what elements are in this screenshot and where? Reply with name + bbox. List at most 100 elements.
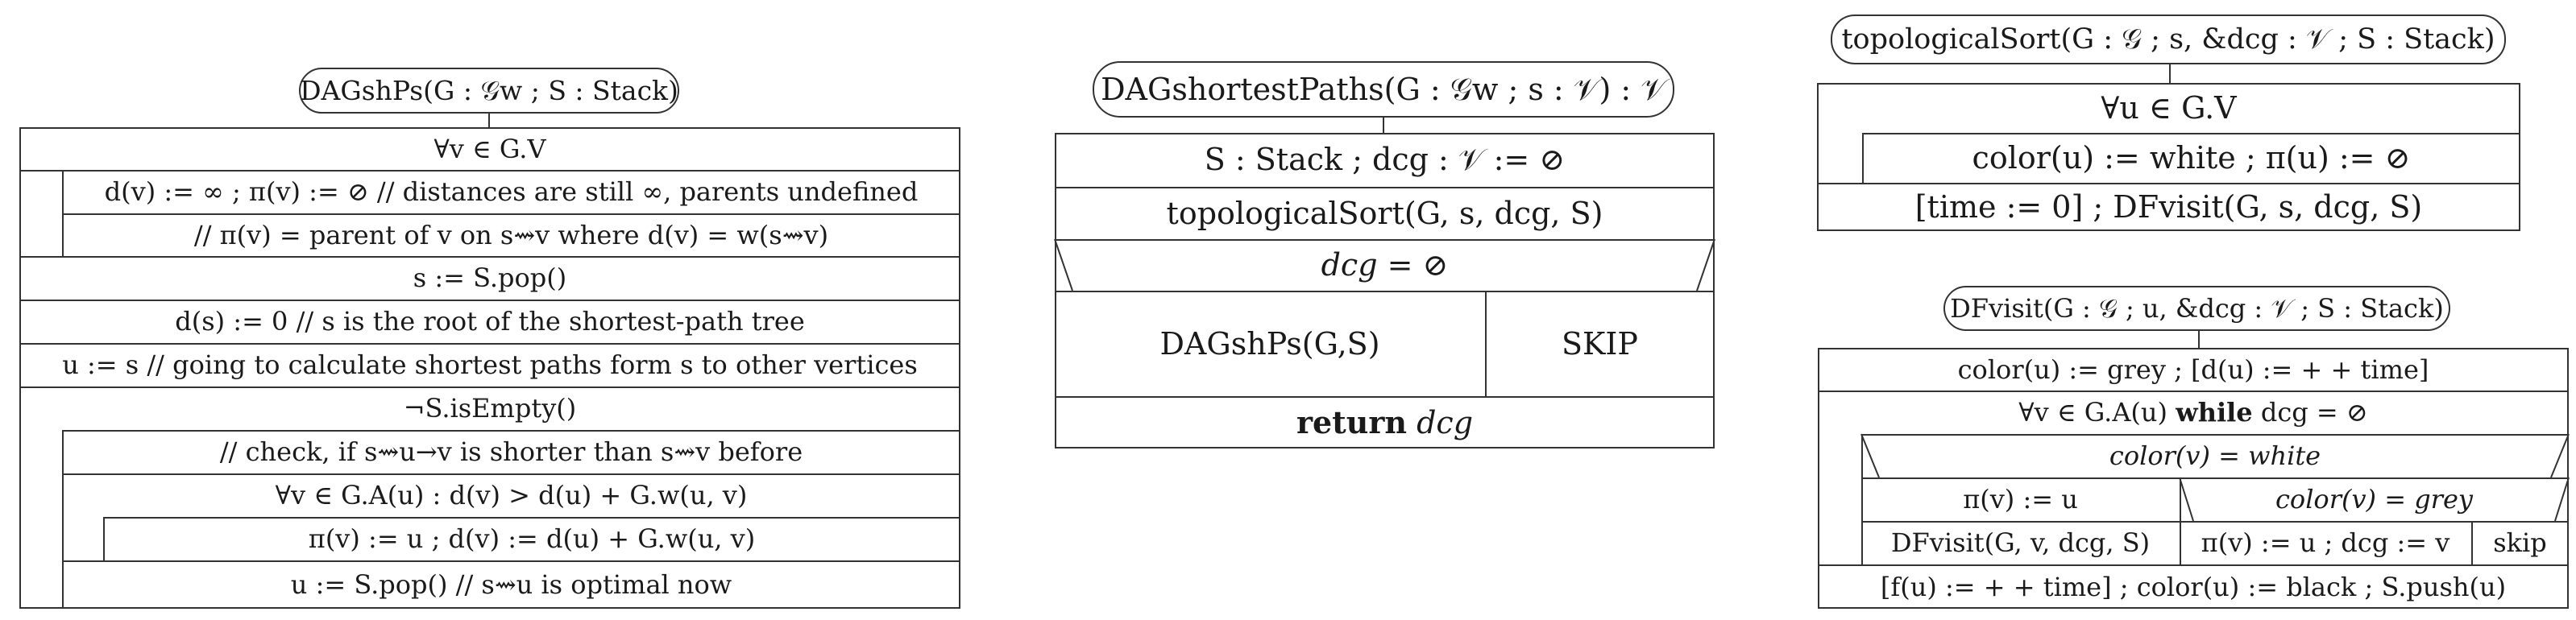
diagram2-rule: [1055, 239, 1715, 241]
diagram1-row-root: d(s) := 0 // s is the root of the shorte…: [19, 300, 960, 343]
diagram3-header-text: topologicalSort(G : 𝒢 ; s, &dcg : 𝒱 ; S …: [1841, 23, 2495, 56]
diagram3-row-forall: ∀u ∈ G.V: [1817, 83, 2520, 133]
diagram2-row-toposort: topologicalSort(G, s, dcg, S): [1055, 187, 1715, 239]
diagram3-stem: [2169, 64, 2171, 84]
diagram4-rule: [1861, 521, 2569, 523]
diagram4-rule: [1818, 564, 2569, 566]
diagram4-row-text: color(u) := grey ; [d(u) := + + time]: [1957, 353, 2429, 385]
diagram4-cond-grey: color(v) = grey: [2180, 477, 2569, 521]
diagram3-row-visit: [time := 0] ; DFvisit(G, s, dcg, S): [1817, 183, 2520, 231]
diagram1-row-text: // π(v) = parent of v on s⇝v where d(v) …: [193, 219, 829, 250]
diagram1-indent: [103, 517, 105, 560]
diagram2-branch-divider: [1485, 291, 1487, 396]
diagram1-row-text: π(v) := u ; d(v) := d(u) + G.w(u, v): [308, 523, 756, 554]
diagram1-row-text: u := S.pop() // s⇝u is optimal now: [290, 569, 732, 600]
loop-suffix: dcg = ⊘: [2252, 397, 2368, 428]
diagram3-row-init: color(u) := white ; π(u) := ⊘: [1862, 133, 2520, 183]
diagram1-header-text: DAGshPs(G : 𝒢w ; S : Stack): [300, 74, 678, 106]
diagram1-rule: [19, 300, 960, 301]
diagram3-rule: [1862, 133, 2520, 134]
diagram1-row-while: ¬S.isEmpty(): [19, 386, 960, 430]
diagram4-stem: [2198, 331, 2200, 349]
diagram1-rule: [19, 256, 960, 258]
diagram4-row-loop: ∀v ∈ G.A(u) while dcg = ⊘: [1818, 391, 2569, 434]
diagram4-row-color-grey: color(u) := grey ; [d(u) := + + time]: [1818, 348, 2569, 391]
diagram3-frame: [1817, 83, 2520, 231]
loop-prefix: ∀v ∈ G.A(u): [2018, 397, 2176, 428]
diagram1-row-relax: π(v) := u ; d(v) := d(u) + G.w(u, v): [103, 517, 960, 560]
diagram2-branch-false: SKIP: [1485, 291, 1715, 396]
diagram2-header: DAGshortestPaths(G : 𝒢w ; s : 𝒱) : 𝒱: [1093, 61, 1674, 118]
diagram2-header-text: DAGshortestPaths(G : 𝒢w ; s : 𝒱) : 𝒱: [1101, 71, 1666, 107]
diagram2-row-text: dcg = ⊘: [1321, 247, 1449, 283]
diagram1-row-check: // check, if s⇝u→v is shorter than s⇝v b…: [62, 430, 960, 473]
diagram2-branch-true: DAGshPs(G,S): [1055, 291, 1485, 396]
diagram4-header-text: DFvisit(G : 𝒢 ; u, &dcg : 𝒱 ; S : Stack): [1950, 292, 2444, 324]
diagram4-header: DFvisit(G : 𝒢 ; u, &dcg : 𝒱 ; S : Stack): [1943, 286, 2450, 331]
diagram1-rule: [19, 386, 960, 388]
diagram3-header: topologicalSort(G : 𝒢 ; s, &dcg : 𝒱 ; S …: [1831, 14, 2506, 64]
return-value: dcg: [1417, 404, 1474, 440]
diagram2-row-text: topologicalSort(G, s, dcg, S): [1166, 195, 1603, 231]
diagram2-rule: [1055, 187, 1715, 188]
diagram1-frame: [19, 127, 960, 609]
return-keyword: return: [1296, 404, 1407, 440]
diagram1-rule: [62, 430, 960, 432]
diagram1-rule: [62, 560, 960, 562]
diagram4-cond-text: color(v) = grey: [2275, 484, 2473, 515]
diagram2-stem: [1383, 118, 1384, 134]
diagram4-row-text: π(v) := u: [1963, 484, 2078, 515]
diagram2-branch-true-text: DAGshPs(G,S): [1159, 325, 1380, 362]
diagram1-row-text: d(s) := 0 // s is the root of the shorte…: [175, 306, 805, 337]
diagram1-row-text: // check, if s⇝u→v is shorter than s⇝v b…: [219, 436, 803, 467]
diagram2-row-condition: dcg = ⊘: [1055, 239, 1715, 291]
diagram1-indent: [62, 430, 64, 609]
diagram4-rule: [1818, 391, 2569, 392]
diagram4-row-finish: [f(u) := + + time] ; color(u) := black ;…: [1818, 564, 2569, 609]
diagram4-cond-white: color(v) = white: [1861, 434, 2569, 477]
diagram4-row-text: DFvisit(G, v, dcg, S): [1890, 527, 2151, 558]
diagram4-then-cycle: π(v) := u ; dcg := v: [2180, 521, 2471, 564]
diagram1-row-init: d(v) := ∞ ; π(v) := ⊘ // distances are s…: [62, 170, 960, 213]
diagram1-row-text: ¬S.isEmpty(): [403, 393, 577, 424]
diagram1-indent: [62, 170, 64, 256]
diagram4-row-text: π(v) := u ; dcg := v: [2201, 527, 2450, 558]
diagram1-rule: [62, 213, 960, 215]
diagram3-row-text: ∀u ∈ G.V: [2101, 90, 2237, 126]
diagram4-rule: [1861, 477, 2569, 479]
diagram1-rule: [62, 473, 960, 475]
diagram1-row-next: u := S.pop() // s⇝u is optimal now: [62, 560, 960, 609]
diagram4-branch-divider: [2471, 521, 2473, 564]
diagram1-row-forall-adj: ∀v ∈ G.A(u) : d(v) > d(u) + G.w(u, v): [62, 473, 960, 517]
diagram1-rule: [19, 343, 960, 345]
diagram1-row-assign: u := s // going to calculate shortest pa…: [19, 343, 960, 386]
diagram2-row-decl: S : Stack ; dcg : 𝒱 := ⊘: [1055, 133, 1715, 187]
diagram1-row-text: s := S.pop(): [413, 262, 567, 293]
diagram3-row-text: [time := 0] ; DFvisit(G, s, dcg, S): [1914, 189, 2423, 225]
diagram3-rule: [1817, 183, 2520, 184]
diagram1-header: DAGshPs(G : 𝒢w ; S : Stack): [299, 68, 679, 114]
diagram2-row-text: S : Stack ; dcg : 𝒱 := ⊘: [1204, 142, 1566, 177]
diagram1-row-text: ∀v ∈ G.V: [433, 133, 546, 164]
diagram1-rule: [103, 517, 960, 519]
diagram4-indent: [1861, 434, 1863, 564]
diagram4-then-recurse: DFvisit(G, v, dcg, S): [1861, 521, 2180, 564]
diagram2-rule: [1055, 396, 1715, 398]
loop-keyword: while: [2176, 397, 2253, 428]
diagram4-else-skip: skip: [2471, 521, 2569, 564]
diagram4-row-text: skip: [2493, 527, 2547, 558]
diagram4-rule: [1861, 434, 2569, 436]
diagram4-then-parent: π(v) := u: [1861, 477, 2180, 521]
diagram1-rule: [19, 170, 960, 172]
diagram1-row-text: ∀v ∈ G.A(u) : d(v) > d(u) + G.w(u, v): [275, 480, 748, 510]
diagram2-rule: [1055, 291, 1715, 292]
diagram1-row-pop: s := S.pop(): [19, 256, 960, 300]
diagram2-branch-false-text: SKIP: [1562, 325, 1638, 362]
diagram3-row-text: color(u) := white ; π(u) := ⊘: [1972, 140, 2411, 176]
diagram3-indent: [1862, 133, 1864, 183]
diagram4-cond-text: color(v) = white: [2109, 440, 2321, 471]
diagram1-stem: [488, 114, 490, 128]
diagram2-row-return: return dcg: [1055, 396, 1715, 448]
diagram1-row-comment: // π(v) = parent of v on s⇝v where d(v) …: [62, 213, 960, 256]
diagram1-row-text: u := s // going to calculate shortest pa…: [62, 349, 918, 380]
